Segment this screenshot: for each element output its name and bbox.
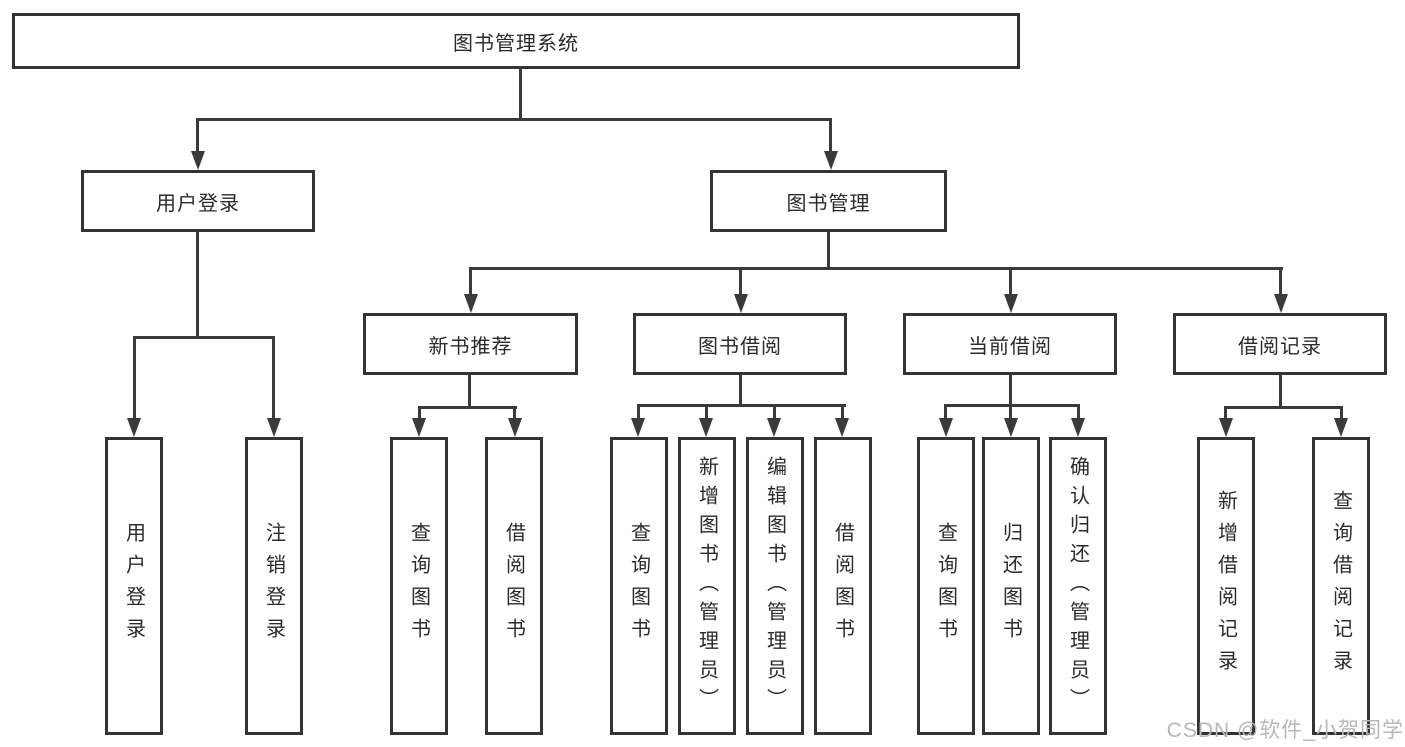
connector-drop	[1340, 406, 1343, 420]
node-leaf-return-book: 归还图书	[982, 437, 1040, 735]
connector-drop-current-borrow	[1009, 267, 1012, 296]
connector-user-login-rail	[133, 336, 275, 339]
connector-drop	[705, 404, 708, 420]
node-borrow-records-label: 借阅记录	[1238, 335, 1322, 358]
node-leaf-query-book-1-label: 查询图书	[407, 522, 430, 650]
connector-drop	[1224, 406, 1227, 420]
connector-new-book-rail	[418, 406, 517, 409]
node-current-borrow-label: 当前借阅	[968, 335, 1052, 358]
connector-root-rail	[196, 118, 832, 121]
node-root: 图书管理系统	[12, 13, 1020, 69]
node-leaf-logout-label: 注销登录	[262, 522, 285, 650]
arrow-down-icon	[1071, 418, 1085, 437]
node-leaf-query-borrow-record: 查询借阅记录	[1312, 437, 1370, 735]
arrow-down-icon	[939, 418, 953, 437]
node-leaf-user-login-label: 用户登录	[122, 522, 145, 650]
arrow-down-icon	[734, 294, 748, 313]
connector-borrow-records-rail	[1224, 406, 1343, 409]
connector-drop	[841, 404, 844, 420]
arrow-down-icon	[1219, 418, 1233, 437]
connector-new-book-stem	[468, 375, 471, 409]
connector-drop	[1009, 404, 1012, 420]
node-book-borrow-label: 图书借阅	[698, 335, 782, 358]
node-leaf-add-borrow-record: 新增借阅记录	[1197, 437, 1255, 735]
node-leaf-query-book-3-label: 查询图书	[934, 522, 957, 650]
connector-drop-book-borrow	[739, 267, 742, 296]
connector-drop-borrow-records	[1279, 267, 1282, 296]
connector-drop-leaf-logout	[272, 336, 275, 420]
connector-user-login-stem	[196, 232, 199, 339]
node-leaf-query-borrow-record-label: 查询借阅记录	[1329, 490, 1352, 682]
arrow-down-icon	[835, 418, 849, 437]
node-leaf-borrow-book-1: 借阅图书	[485, 437, 543, 735]
node-leaf-confirm-return-admin-label: 确认归还（管理员）	[1066, 455, 1089, 717]
arrow-down-icon	[1334, 418, 1348, 437]
arrow-down-icon	[1274, 294, 1288, 313]
node-leaf-query-book-2-label: 查询图书	[627, 522, 650, 650]
arrow-down-icon	[464, 294, 478, 313]
arrow-down-icon	[267, 418, 281, 437]
arrow-down-icon	[699, 418, 713, 437]
node-leaf-borrow-book-1-label: 借阅图书	[502, 522, 525, 650]
connector-borrow-records-stem	[1279, 375, 1282, 409]
node-leaf-logout: 注销登录	[245, 437, 303, 735]
connector-modules-rail	[469, 267, 1283, 270]
connector-drop	[637, 404, 640, 420]
node-leaf-query-book-2: 查询图书	[610, 437, 668, 735]
node-book-management: 图书管理	[710, 170, 947, 232]
connector-drop-book-management	[829, 118, 832, 152]
connector-drop	[1077, 404, 1080, 420]
arrow-down-icon	[412, 418, 426, 437]
node-book-management-label: 图书管理	[786, 192, 871, 215]
connector-book-borrow-rail	[637, 404, 846, 407]
connector-drop-leaf-login	[133, 336, 136, 420]
node-leaf-confirm-return-admin: 确认归还（管理员）	[1049, 437, 1107, 735]
arrow-down-icon	[1004, 418, 1018, 437]
node-leaf-edit-book-admin-label: 编辑图书（管理员）	[763, 455, 786, 717]
connector-drop	[418, 406, 421, 420]
arrow-down-icon	[508, 418, 522, 437]
node-current-borrow: 当前借阅	[903, 313, 1117, 375]
connector-drop	[773, 404, 776, 420]
node-new-book-recommend: 新书推荐	[363, 313, 578, 375]
arrow-down-icon	[767, 418, 781, 437]
connector-drop	[944, 404, 947, 420]
arrow-down-icon	[127, 418, 141, 437]
node-user-login-label: 用户登录	[156, 192, 240, 215]
node-borrow-records: 借阅记录	[1173, 313, 1387, 375]
csdn-watermark: CSDN @软件_小贺同学	[1166, 719, 1404, 742]
node-new-book-recommend-label: 新书推荐	[428, 335, 513, 358]
node-leaf-add-book-admin-label: 新增图书（管理员）	[695, 455, 718, 717]
node-leaf-borrow-book-2: 借阅图书	[814, 437, 872, 735]
connector-book-borrow-stem	[739, 375, 742, 407]
connector-drop-user-login	[196, 118, 199, 152]
connector-drop	[513, 406, 516, 420]
node-leaf-add-book-admin: 新增图书（管理员）	[678, 437, 736, 735]
arrow-down-icon	[824, 151, 838, 170]
node-leaf-edit-book-admin: 编辑图书（管理员）	[746, 437, 804, 735]
node-leaf-borrow-book-2-label: 借阅图书	[831, 522, 854, 650]
arrow-down-icon	[191, 151, 205, 170]
node-user-login: 用户登录	[81, 170, 315, 232]
arrow-down-icon	[631, 418, 645, 437]
node-leaf-query-book-3: 查询图书	[917, 437, 975, 735]
connector-current-borrow-rail	[944, 404, 1080, 407]
node-leaf-return-book-label: 归还图书	[999, 522, 1022, 650]
node-leaf-add-borrow-record-label: 新增借阅记录	[1214, 490, 1237, 682]
node-book-borrow: 图书借阅	[633, 313, 847, 375]
connector-current-borrow-stem	[1009, 375, 1012, 407]
connector-book-management-stem	[827, 232, 830, 270]
connector-root-stem	[519, 66, 522, 121]
node-leaf-user-login: 用户登录	[105, 437, 163, 735]
node-root-label: 图书管理系统	[453, 32, 579, 55]
connector-drop-new-book	[469, 267, 472, 296]
node-leaf-query-book-1: 查询图书	[390, 437, 448, 735]
arrow-down-icon	[1004, 294, 1018, 313]
